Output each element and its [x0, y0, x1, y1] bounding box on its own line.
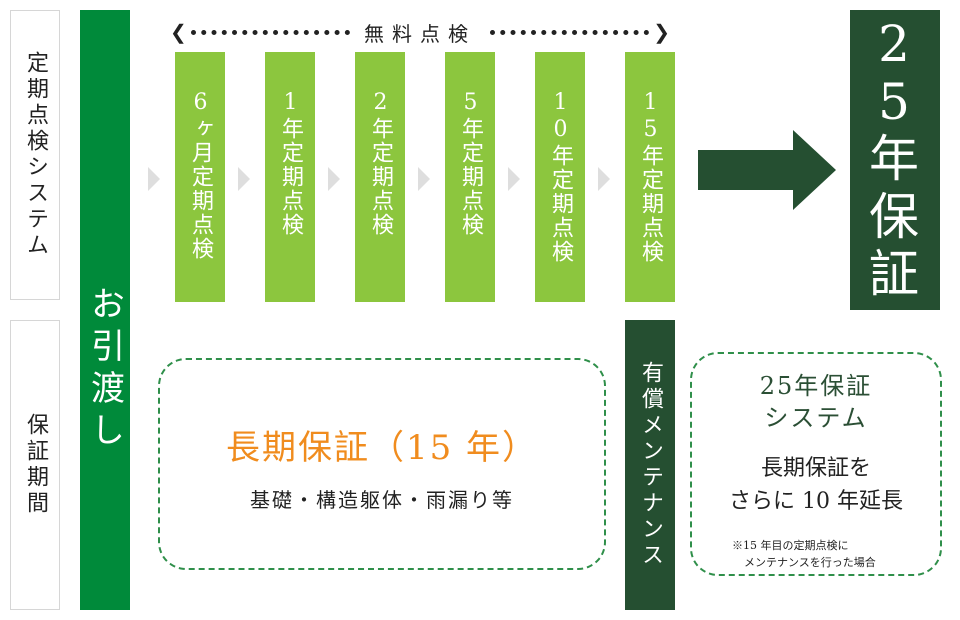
chevron-right-icon [508, 167, 520, 191]
long-term-items: 基礎・構造躯体・雨漏り等 [250, 488, 514, 512]
inspection-10-years: 10年定期点検 [535, 52, 585, 302]
guarantee-25-box: 25年保証 [850, 10, 940, 310]
system-label: 定期点検システム [23, 51, 48, 259]
warranty-label-box: 保証期間 [10, 320, 60, 610]
inspection-label: 1年定期点検 [278, 90, 303, 237]
chevron-right-icon [148, 167, 160, 191]
inspection-label: 2年定期点検 [368, 90, 393, 237]
inspection-label: 10年定期点検 [548, 90, 573, 264]
chevron-right-icon [238, 167, 250, 191]
banner-right-arrow-icon: ❯ [653, 20, 670, 44]
inspection-6-months: 6ヶ月定期点検 [175, 52, 225, 302]
banner-left-arrow-icon: ❮ [170, 20, 187, 44]
free-inspection-label: 無料点検 [364, 21, 476, 46]
inspection-1-year: 1年定期点検 [265, 52, 315, 302]
chevron-right-icon [328, 167, 340, 191]
system-25-desc-line1: 長期保証を [760, 456, 871, 481]
free-inspection-banner: ❮ 無料点検 ❯ [170, 20, 670, 46]
handover-bar: お引渡し [80, 10, 130, 610]
system-25-title-line1: 25年保証 [759, 372, 873, 400]
banner-dots-left [190, 29, 350, 35]
system-25-desc-line2: さらに 10 年延長 [729, 489, 903, 514]
system-25-box: 25年保証 システム 長期保証を さらに 10 年延長 ※15 年目の定期点検に… [690, 352, 942, 576]
system-25-title: 25年保証 システム [692, 370, 940, 435]
guarantee-25-label: 25年保証 [869, 15, 921, 304]
long-term-warranty-box: 長期保証（15 年） 基礎・構造躯体・雨漏り等 [158, 358, 606, 570]
banner-dots-right [490, 29, 650, 35]
system-25-note-line2: メンテナンスを行った場合 [744, 555, 876, 569]
chevron-right-icon [418, 167, 430, 191]
system-label-box: 定期点検システム [10, 10, 60, 300]
inspection-15-years: 15年定期点検 [625, 52, 675, 302]
handover-label: お引渡し [84, 286, 125, 454]
warranty-label: 保証期間 [23, 413, 48, 517]
chevron-right-icon [598, 167, 610, 191]
inspection-label: 15年定期点検 [638, 90, 663, 264]
long-term-title: 長期保証（15 年） [225, 428, 539, 468]
inspection-2-years: 2年定期点検 [355, 52, 405, 302]
arrow-right-icon [698, 130, 836, 210]
system-25-desc: 長期保証を さらに 10 年延長 [692, 452, 940, 518]
system-25-note: ※15 年目の定期点検に メンテナンスを行った場合 [732, 538, 932, 571]
paid-maintenance-bar: 有償メンテナンス [625, 320, 675, 610]
inspection-label: 6ヶ月定期点検 [188, 90, 213, 261]
inspection-label: 5年定期点検 [458, 90, 483, 237]
system-25-title-line2: システム [764, 404, 868, 433]
inspection-5-years: 5年定期点検 [445, 52, 495, 302]
paid-maintenance-label: 有償メンテナンス [638, 361, 663, 569]
system-25-note-line1: ※15 年目の定期点検に [732, 539, 849, 552]
